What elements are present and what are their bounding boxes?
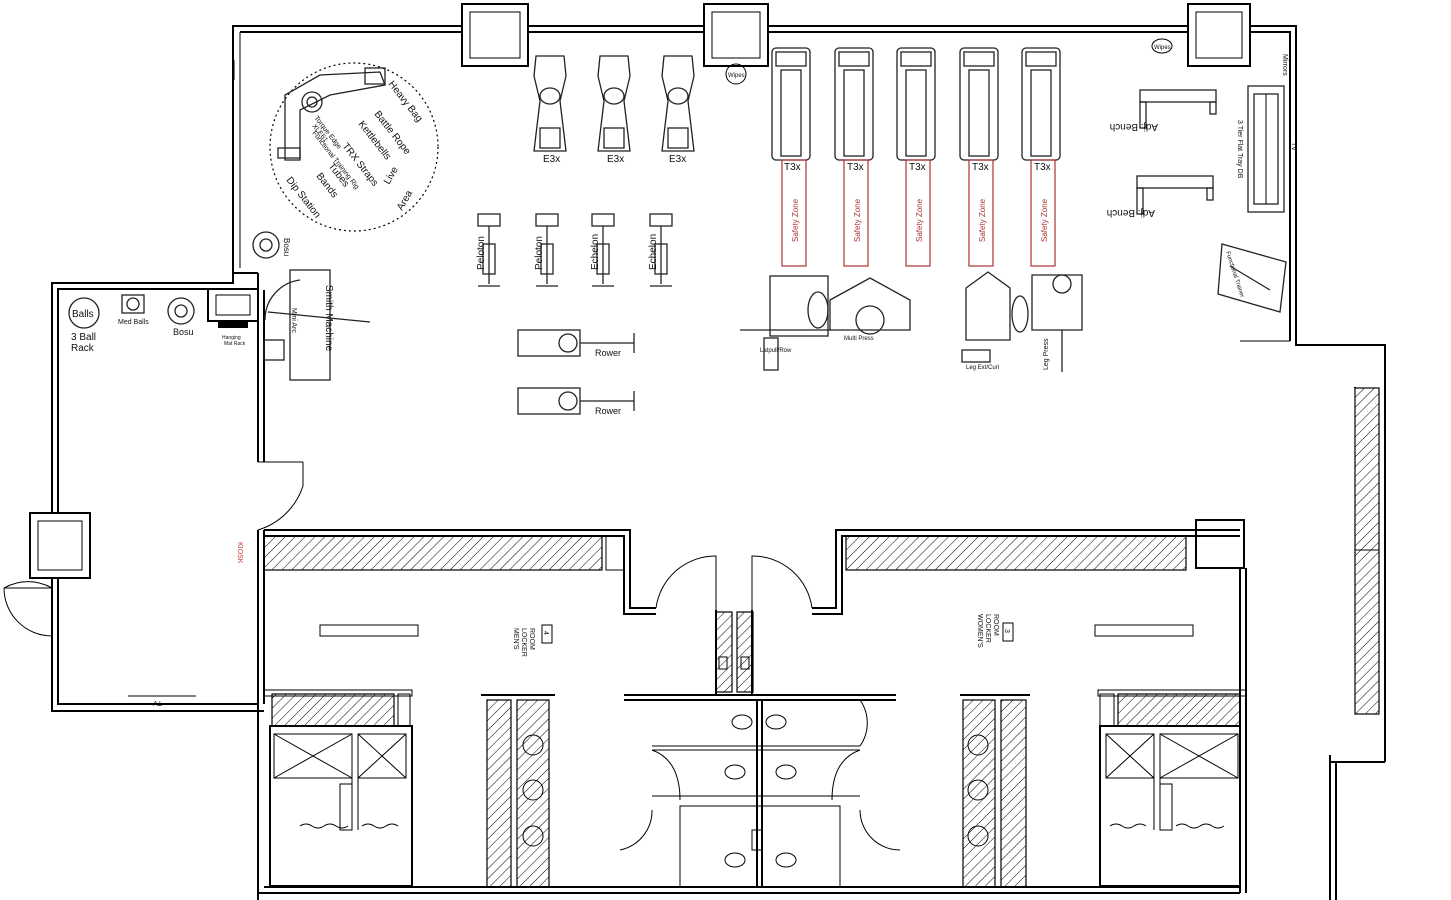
locker-room-labels: MEN'S LOCKER ROOM 4 WOMEN'S LOCKER ROOM … (512, 614, 1014, 657)
wipes-label-2: Wipes (1154, 45, 1171, 51)
mens-locker-number: 4 (542, 631, 549, 635)
tv-label-left: TV (153, 699, 162, 706)
indoor-bikes: Peloton Peloton Echelon Echelon (476, 213, 673, 287)
e3x-label-3: E3x (669, 154, 686, 165)
t3x-label-1: T3x (784, 162, 801, 173)
adj-bench-label-1: Adj. Bench (1110, 121, 1158, 132)
functional-trainer-label: Functional Trainer (1224, 251, 1245, 299)
womens-locker-number: 3 (1003, 629, 1010, 633)
leg-press-label: Leg Press (1043, 338, 1050, 370)
latpull-row-label: Latpull/Row (760, 348, 792, 354)
bosu-label-gym: Bosu (282, 238, 291, 256)
rower-label-2: Rower (595, 406, 621, 416)
med-balls-label: Med Balls (118, 319, 149, 326)
wipes-icon (725, 63, 747, 85)
functional-trainer: Functional Trainer (1217, 243, 1287, 313)
womens-locker-label-2: LOCKER (984, 614, 991, 643)
e3x-ellipticals: E3x E3x E3x (533, 55, 695, 165)
adj-bench-label-2: Adj. Bench (1107, 207, 1155, 218)
strength-machines: Latpull/Row Multi Press Leg Ext/Curl Leg… (740, 271, 1083, 372)
toilets (724, 714, 797, 868)
tv-label-top: TV (1290, 142, 1297, 151)
heavy-bag-label: Heavy Bag (386, 79, 425, 124)
e3x-label-2: E3x (607, 154, 624, 165)
womens-locker-label-3: ROOM (992, 614, 999, 636)
db-rack-label: 3 Tier Flat Tray DB (1236, 120, 1243, 179)
bosu-label-room: Bosu (173, 327, 194, 337)
ball-rack-label: 3 Ball (71, 332, 96, 343)
mens-locker-label-2: LOCKER (520, 628, 527, 657)
adjustable-benches: Adj. Bench Adj. Bench (1107, 89, 1217, 218)
t3x-label-5: T3x (1034, 162, 1051, 173)
rower-label-1: Rower (595, 348, 621, 358)
peloton-label-2: Peloton (534, 236, 545, 270)
peloton-label-1: Peloton (476, 236, 487, 270)
multi-press-label: Multi Press (844, 336, 874, 342)
area-label: Area (395, 188, 415, 212)
locker-room-walls (263, 519, 1247, 893)
safety-zone-3: Safety Zone (915, 198, 924, 242)
mens-locker-label-3: ROOM (528, 628, 535, 650)
storage-room: Balls 3 Ball Rack Med Balls Bosu Hanging… (68, 294, 248, 354)
echelon-label-1: Echelon (590, 234, 601, 270)
smith-machine: Smith Machine Mini Arc (263, 269, 371, 381)
t3x-label-2: T3x (847, 162, 864, 173)
live-label: Live (382, 165, 401, 187)
t3x-treadmills: T3x T3x T3x T3x T3x Safety Zone Safety Z… (771, 47, 1061, 267)
balls-label: Balls (72, 309, 94, 320)
dumbbell-rack: 3 Tier Flat Tray DB (1236, 85, 1285, 213)
gym-floor: Bosu Smith Machine Mini Arc E3x E3x E3x … (128, 38, 1297, 706)
hanging-mat-rack-label: Hanging (222, 335, 241, 341)
mirrors-label: Mirrors (1281, 54, 1288, 76)
leg-ext-curl-label: Leg Ext/Curl (966, 365, 999, 371)
e3x-label-1: E3x (543, 154, 560, 165)
rowers: Rower Rower (517, 329, 635, 416)
safety-zone-4: Safety Zone (978, 198, 987, 242)
ball-rack-label-2: Rack (71, 343, 95, 354)
mini-arc-label: Mini Arc (290, 308, 297, 333)
smith-machine-label: Smith Machine (323, 285, 334, 352)
kiosk-label: KIOSK (236, 542, 243, 564)
safety-zone-2: Safety Zone (853, 198, 862, 242)
safety-zone-5: Safety Zone (1040, 198, 1049, 242)
outer-walls (3, 3, 1386, 900)
wall-panel (1354, 387, 1380, 715)
t3x-label-4: T3x (972, 162, 989, 173)
mens-locker-label-1: MEN'S (512, 628, 519, 650)
safety-zone-1: Safety Zone (791, 198, 800, 242)
womens-locker-label-1: WOMEN'S (976, 614, 983, 648)
wipes-label-1: Wipes (728, 73, 745, 79)
functional-training-area: Heavy Bag Battle Rope Kettlebells TRX St… (269, 62, 439, 232)
hanging-mat-rack-label-2: Mat Rack (224, 341, 246, 347)
echelon-label-2: Echelon (648, 234, 659, 270)
t3x-label-3: T3x (909, 162, 926, 173)
